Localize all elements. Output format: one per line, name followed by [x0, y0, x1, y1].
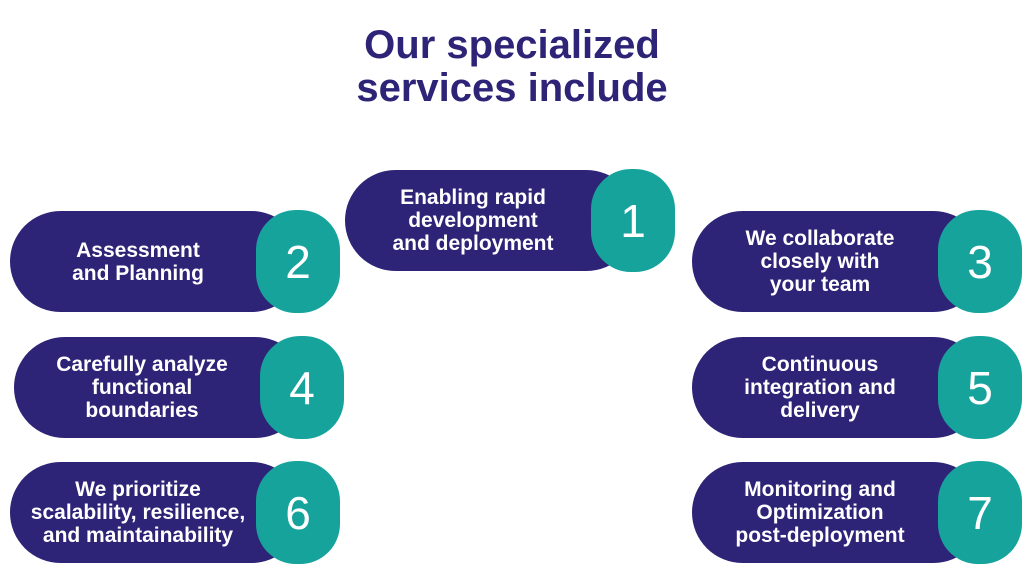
service-label-7: Monitoring and Optimization post-deploym…: [692, 462, 984, 563]
service-label-4: Carefully analyze functional boundaries: [14, 337, 306, 438]
service-label-4-line-3: boundaries: [85, 399, 199, 422]
number-badge-1-value: 1: [620, 194, 646, 247]
service-label-3-line-3: your team: [769, 273, 871, 296]
service-label-1-line-2: development: [408, 209, 538, 232]
number-badge-3: 3: [938, 210, 1022, 313]
service-label-3-line-2: closely with: [760, 250, 880, 273]
service-label-6-line-1: We prioritize: [75, 478, 201, 501]
number-badge-5-value: 5: [967, 361, 993, 414]
service-pill-5: Continuous integration and delivery 5: [692, 336, 1022, 439]
number-badge-6: 6: [256, 461, 340, 564]
number-badge-4: 4: [260, 336, 344, 439]
service-label-7-line-3: post-deployment: [735, 524, 905, 547]
number-badge-6-value: 6: [285, 486, 311, 539]
service-label-1-line-1: Enabling rapid: [400, 186, 546, 209]
page-title-line-1: Our specialized: [364, 23, 660, 67]
service-pill-1: Enabling rapid development and deploymen…: [345, 169, 675, 272]
service-label-2: Assessment and Planning: [10, 211, 302, 312]
service-pill-4: Carefully analyze functional boundaries …: [14, 336, 344, 439]
service-pill-6: We prioritize scalability, resilience, a…: [10, 461, 340, 564]
service-pill-2: Assessment and Planning 2: [10, 210, 340, 313]
number-badge-5: 5: [938, 336, 1022, 439]
service-label-4-line-1: Carefully analyze: [56, 353, 228, 376]
service-label-4-line-2: functional: [91, 376, 193, 399]
service-label-5-line-3: delivery: [780, 399, 860, 422]
service-label-5-line-1: Continuous: [761, 353, 879, 376]
service-label-6-line-3: and maintainability: [42, 524, 234, 547]
service-label-3-line-1: We collaborate: [745, 227, 895, 250]
service-label-6-line-2: scalability, resilience,: [30, 501, 246, 524]
service-pill-3: We collaborate closely with your team 3: [692, 210, 1022, 313]
service-label-7-line-1: Monitoring and: [744, 478, 896, 501]
number-badge-2: 2: [256, 210, 340, 313]
service-label-1: Enabling rapid development and deploymen…: [345, 170, 637, 271]
number-badge-7-value: 7: [967, 486, 993, 539]
number-badge-4-value: 4: [289, 361, 315, 414]
service-pill-7: Monitoring and Optimization post-deploym…: [692, 461, 1022, 564]
service-label-3: We collaborate closely with your team: [692, 211, 984, 312]
number-badge-3-value: 3: [967, 235, 993, 288]
number-badge-2-value: 2: [285, 235, 311, 288]
number-badge-1: 1: [591, 169, 675, 272]
service-label-2-line-2: and Planning: [72, 261, 204, 285]
number-badge-7: 7: [938, 461, 1022, 564]
service-label-5-line-2: integration and: [744, 376, 896, 399]
service-label-6: We prioritize scalability, resilience, a…: [10, 462, 302, 563]
service-label-5: Continuous integration and delivery: [692, 337, 984, 438]
service-label-2-line-1: Assessment: [76, 238, 200, 262]
page-title: Our specialized services include: [0, 24, 1024, 110]
service-label-1-line-3: and deployment: [392, 232, 554, 255]
page-title-line-2: services include: [356, 65, 668, 110]
service-label-7-line-2: Optimization: [756, 501, 884, 524]
